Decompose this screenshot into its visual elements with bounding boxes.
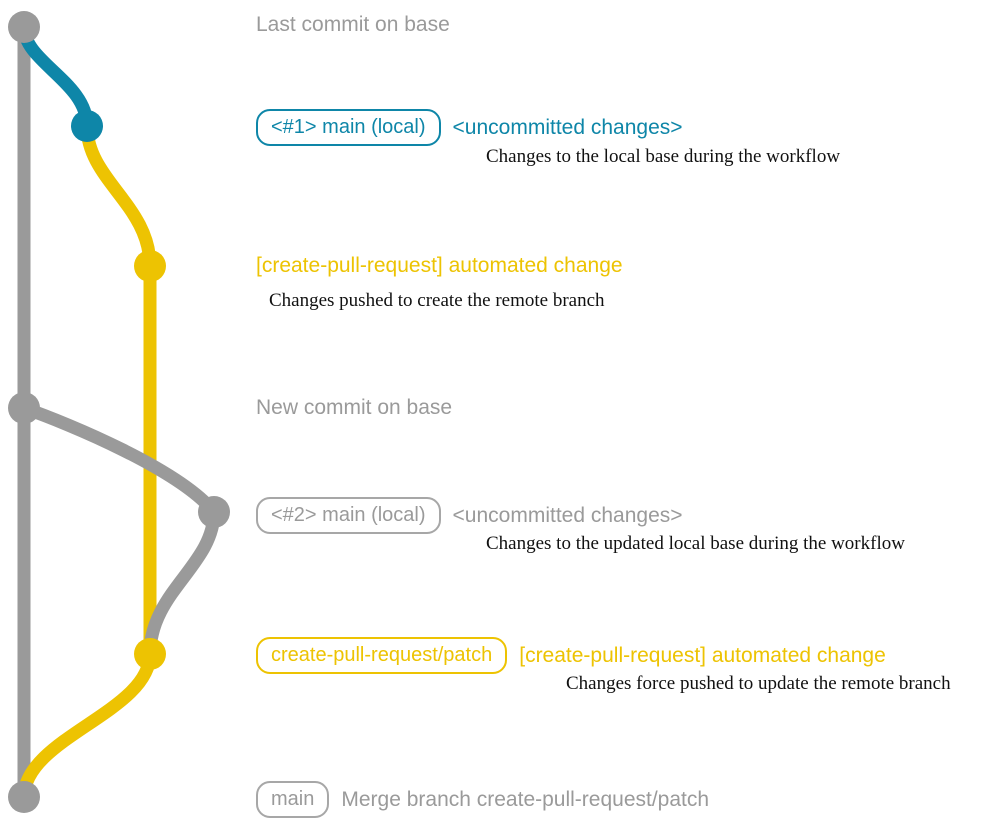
- commit-node-patch-1: [134, 250, 166, 282]
- commit-body-local-2: Changes to the updated local base during…: [486, 533, 905, 554]
- commit-subject: <uncommitted changes>: [452, 115, 683, 139]
- ref-pill-main[interactable]: main: [256, 781, 330, 818]
- commit-row-merge-main: main Merge branch create-pull-request/pa…: [256, 781, 709, 818]
- commit-node-base-last: [8, 11, 40, 43]
- commit-row-new-commit-on-base: New commit on base: [256, 396, 452, 420]
- commit-subject: New commit on base: [256, 396, 453, 419]
- edge-local2-to-patch2: [143, 505, 221, 661]
- commit-row-patch-1: [create-pull-request] automated change: [256, 254, 623, 278]
- commit-node-base-new: [8, 392, 40, 424]
- ref-pill-main-local-1[interactable]: <#1> main (local): [256, 109, 441, 146]
- commit-subject: [create-pull-request] automated change: [256, 254, 623, 277]
- commit-subject: [create-pull-request] automated change: [519, 643, 886, 667]
- commit-row-patch-2: create-pull-request/patch [create-pull-r…: [256, 637, 886, 674]
- commit-subject: Last commit on base: [256, 13, 450, 36]
- commit-body-patch-2: Changes force pushed to update the remot…: [566, 673, 951, 694]
- commit-row-local-2: <#2> main (local) <uncommitted changes>: [256, 497, 683, 534]
- ref-pill-create-pull-request-patch[interactable]: create-pull-request/patch: [256, 637, 508, 674]
- edge-base-to-local2: [17, 401, 221, 519]
- commit-subject: Merge branch create-pull-request/patch: [341, 787, 710, 811]
- commit-body-local-1: Changes to the local base during the wor…: [486, 146, 841, 167]
- commit-row-last-commit-on-base: Last commit on base: [256, 13, 450, 37]
- commit-nodes: [8, 11, 230, 813]
- edge-patch2-to-merge: [17, 647, 157, 804]
- edge-local1-to-patch1: [80, 119, 157, 273]
- ref-pill-main-local-2[interactable]: <#2> main (local): [256, 497, 441, 534]
- commit-node-local-1: [71, 110, 103, 142]
- commit-node-merge-main: [8, 781, 40, 813]
- edge-base-to-local1: [17, 20, 94, 133]
- commit-row-local-1: <#1> main (local) <uncommitted changes>: [256, 109, 683, 146]
- commit-node-local-2: [198, 496, 230, 528]
- commit-body-patch-1: Changes pushed to create the remote bran…: [269, 290, 605, 311]
- commit-subject: <uncommitted changes>: [452, 503, 683, 527]
- commit-node-patch-2: [134, 638, 166, 670]
